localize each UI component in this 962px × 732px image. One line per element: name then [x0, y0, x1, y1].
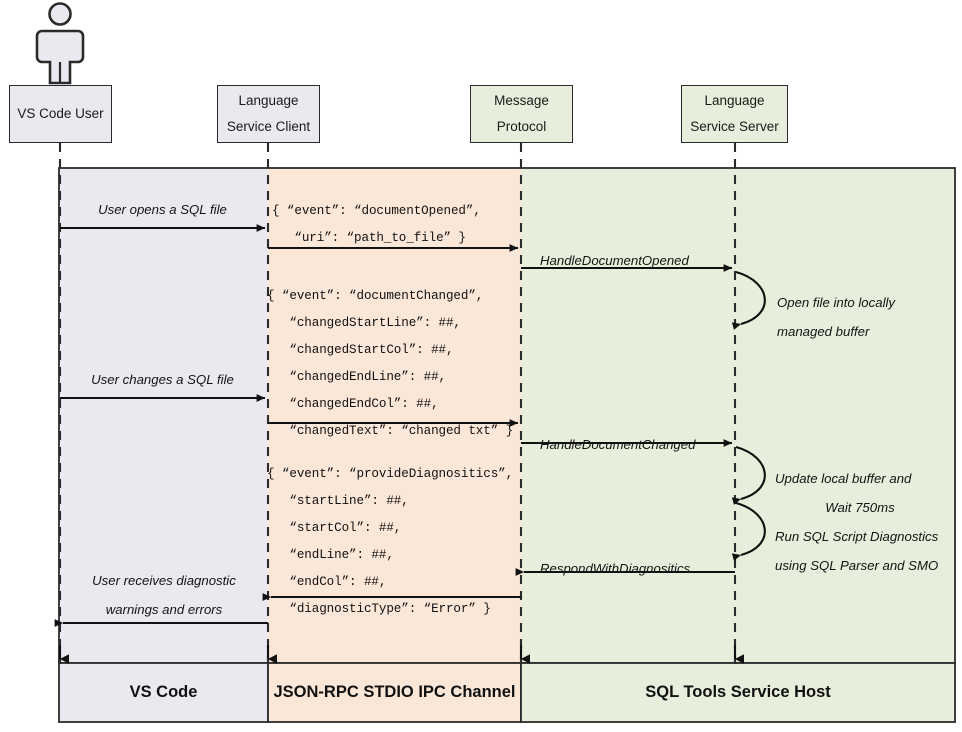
participant-label-line2: Service Server [690, 119, 779, 134]
participant-message-protocol[interactable]: Message Protocol [470, 85, 573, 143]
stick-figure-icon [35, 2, 85, 85]
message-label-user-receives-line1: User receives diagnostic [92, 573, 236, 588]
footer-band-vs-code[interactable]: VS Code [129, 683, 198, 701]
loop-run-diagnostics [731, 501, 766, 561]
payload-document-changed: { “event”: “documentChanged”, “changedSt… [267, 289, 514, 438]
payload-document-opened: { “event”: “documentOpened”, “uri”: “pat… [272, 204, 481, 245]
participant-label-line1: Message [494, 92, 549, 108]
note-update-buffer-line1: Update local buffer and [775, 471, 912, 486]
note-open-file: Open file into locally managed buffer [777, 288, 895, 346]
lifeline-terminators [58, 645, 745, 664]
participant-label-line1: VS Code User [17, 105, 104, 121]
note-run-diagnostics-line2: using SQL Parser and SMO [775, 558, 939, 573]
participant-language-service-client[interactable]: Language Service Client [217, 85, 320, 143]
note-update-buffer: Update local buffer and Wait 750ms [775, 464, 945, 522]
message-label-handle-document-opened: HandleDocumentOpened [540, 253, 689, 268]
loop-open-file [731, 270, 766, 330]
participant-label-line2: Service Client [226, 119, 311, 134]
self-call-loops [731, 270, 766, 561]
participant-label-line2: Protocol [496, 119, 547, 134]
participant-label-line1: Language [238, 92, 299, 108]
footer-band-jsonrpc-channel[interactable]: JSON-RPC STDIO IPC Channel [273, 683, 516, 701]
message-label-respond-with-diagnositics: RespondWithDiagnositics [540, 561, 691, 576]
note-update-buffer-line2: Wait 750ms [825, 500, 895, 515]
participant-language-service-server[interactable]: Language Service Server [681, 85, 788, 143]
note-open-file-line1: Open file into locally [777, 295, 896, 310]
message-label-handle-document-changed: HandleDocumentChanged [540, 437, 696, 452]
note-run-diagnostics: Run SQL Script Diagnostics using SQL Par… [775, 522, 938, 580]
participant-vs-code-user[interactable]: VS Code User [9, 85, 112, 143]
note-run-diagnostics-line1: Run SQL Script Diagnostics [775, 529, 939, 544]
message-label-user-opens: User opens a SQL file [98, 202, 227, 217]
footer-band-sql-tools-host[interactable]: SQL Tools Service Host [645, 683, 831, 701]
payload-provide-diagnositics: { “event”: “provideDiagnositics”, “start… [267, 467, 514, 616]
message-label-user-changes: User changes a SQL file [91, 372, 234, 387]
message-label-user-receives-line2: warnings and errors [105, 602, 223, 617]
loop-update-buffer [731, 445, 766, 505]
participant-label-line1: Language [704, 92, 765, 108]
note-open-file-line2: managed buffer [777, 324, 870, 339]
